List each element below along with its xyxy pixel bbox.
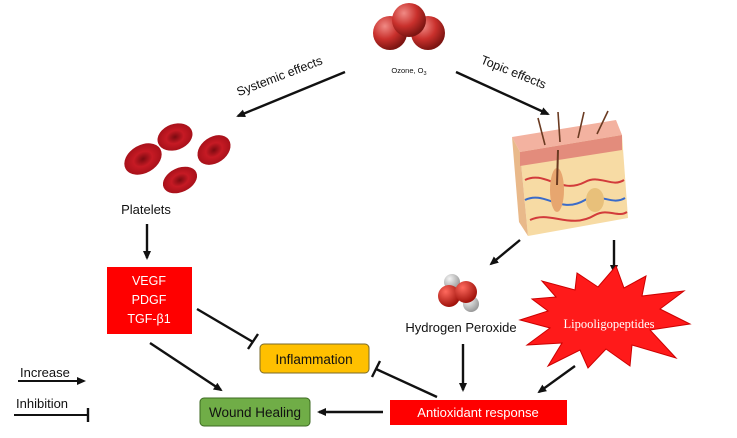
antioxidant-response-label: Antioxidant response: [417, 405, 538, 420]
systemic-effects-label: Systemic effects: [235, 53, 325, 99]
hydrogen-peroxide-molecule-icon: [438, 274, 479, 312]
antioxidant-response-box: [390, 400, 567, 425]
antioxidant-inhibit-inflammation: [375, 367, 438, 399]
topic-arrow: [455, 70, 550, 116]
wound-healing-label: Wound Healing: [209, 405, 301, 420]
legend-inhibition-label: Inhibition: [16, 396, 68, 411]
growth-factors-to-wound-healing-arrow: [149, 341, 223, 392]
wound-healing-box: [199, 397, 311, 427]
growth-factors-inhibit-inflammation: [196, 307, 254, 344]
inflammation-box: [259, 343, 370, 374]
growth-factors-box: [107, 267, 192, 334]
platelets-icon: [124, 123, 231, 194]
inhibition-bar-gf: [247, 333, 259, 350]
lipooligopeptides-burst: [518, 265, 692, 369]
lipooligopeptides-to-antioxidant-arrow: [537, 365, 576, 394]
growth-factor-tgf: TGF-β1: [127, 312, 170, 326]
skin-to-h2o2-arrow: [489, 239, 521, 266]
inflammation-label: Inflammation: [275, 352, 352, 367]
platelets-label: Platelets: [121, 202, 171, 217]
growth-factor-pdgf: PDGF: [132, 293, 167, 307]
systemic-arrow: [236, 70, 346, 118]
lipooligopeptides-label: Lipooligopeptides: [564, 317, 655, 331]
hydrogen-peroxide-label: Hydrogen Peroxide: [405, 320, 516, 335]
ozone-label: Ozone, O3: [391, 66, 426, 77]
inhibition-bar-ao: [370, 360, 382, 378]
skin-cross-section-icon: [512, 110, 628, 236]
growth-factor-vegf: VEGF: [132, 274, 166, 288]
legend-increase-label: Increase: [20, 365, 70, 380]
ozone-molecule-icon: [373, 3, 445, 50]
